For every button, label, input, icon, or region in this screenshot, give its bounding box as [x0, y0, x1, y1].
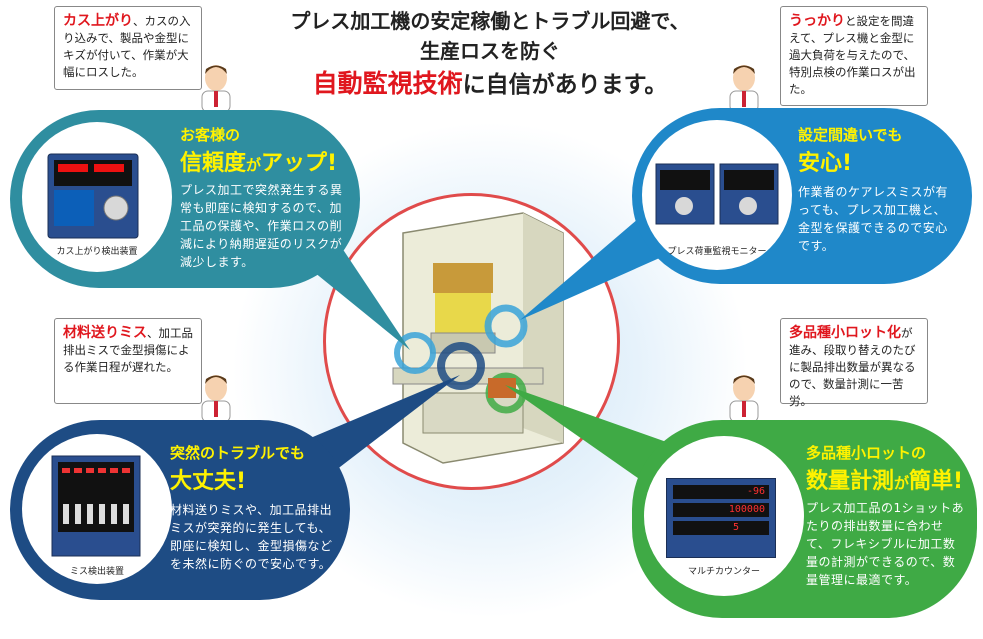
counter-sub-display: 5	[673, 521, 769, 535]
solution-title1: 突然のトラブルでも	[170, 444, 306, 462]
solution-title1: 設定間違いでも	[798, 126, 903, 144]
solution-body: 作業者のケアレスミスが有っても、プレス加工機と、金型を保護できるので安心です。	[798, 185, 949, 253]
solution-body: プレス加工品の1ショットあたりの排出数量に合わせて、フレキシブルに加工数量の計測…	[806, 501, 965, 587]
concern-bottom-right: 多品種小ロット化が進み、段取り替えのたびに製品排出数量が異なるので、数量計測に一…	[780, 318, 928, 408]
solution-text: 設定間違いでも 安心! 作業者のケアレスミスが有っても、プレス加工機と、金型を保…	[798, 124, 958, 255]
headline: プレス加工機の安定稼働とトラブル回避で、 生産ロスを防ぐ 自動監視技術に自信があ…	[250, 6, 730, 103]
concern-emphasis: うっかり	[789, 13, 845, 29]
concern-top-left: カス上がり、カスの入り込みで、製品や金型にキズが付いて、作業が大幅にロスした。	[54, 6, 202, 90]
detection-device-image	[47, 153, 139, 239]
title2-main: 数量計測	[806, 469, 895, 494]
concern-top-right: うっかりと設定を間違えて、プレス機と金型に過大負荷を与えたので、特別点検の作業ロ…	[780, 6, 928, 106]
multi-counter-image: -96 100000 5	[666, 478, 776, 558]
concern-text: と設定を間違えて、プレス機と金型に過大負荷を与えたので、特別点検の作業ロスが出た…	[789, 14, 916, 96]
solution-bottom-left: ミス検出装置 突然のトラブルでも 大丈夫! 材料送りミスや、加工品排出ミスが突発…	[10, 420, 350, 600]
concern-emphasis: 材料送りミス	[63, 325, 147, 341]
solution-body: 材料送りミスや、加工品排出ミスが突発的に発生しても、即座に検知し、金型損傷などを…	[170, 503, 333, 571]
load-monitor-image	[655, 163, 779, 225]
solution-text: 突然のトラブルでも 大丈夫! 材料送りミスや、加工品排出ミスが突発的に発生しても…	[170, 442, 340, 573]
press-machine-illustration	[392, 212, 564, 464]
worried-person-icon	[729, 65, 759, 112]
solution-body: プレス加工で突然発生する異常も即座に検知するので、加工品の保護や、作業ロスの削減…	[180, 183, 343, 269]
concern-emphasis: カス上がり	[63, 13, 133, 29]
pointer-bottom-right	[505, 385, 675, 490]
solution-title1: 多品種小ロットの	[806, 444, 927, 462]
concern-emphasis: 多品種小ロット化	[789, 325, 901, 341]
solution-title1: お客様の	[180, 126, 241, 144]
title2-main: 信頼度	[180, 151, 247, 176]
concern-text: が進み、段取り替えのたびに製品排出数量が異なるので、数量計測に一苦労。	[789, 326, 916, 408]
headline-emphasis: 自動監視技術	[312, 69, 463, 98]
concern-bottom-left: 材料送りミス、加工品排出ミスで金型損傷による作業日程が遅れた。	[54, 318, 202, 404]
solution-top-right: プレス荷重監視モニター 設定間違いでも 安心! 作業者のケアレスミスが有っても、…	[632, 108, 972, 284]
device-caption: マルチカウンター	[687, 567, 760, 577]
device-caption: ミス検出装置	[69, 567, 124, 577]
solution-title2: 安心!	[798, 151, 853, 176]
solution-title2: 数量計測が簡単!	[806, 463, 966, 495]
headline-line3: 自動監視技術に自信があります。	[250, 66, 730, 103]
solution-text: お客様の 信頼度がアップ! プレス加工で突然発生する異常も即座に検知するので、加…	[180, 124, 350, 271]
solution-bottom-right: -96 100000 5 マルチカウンター 多品種小ロットの 数量計測が簡単! …	[632, 420, 977, 618]
headline-line2: 生産ロスを防ぐ	[420, 39, 560, 63]
concern-text: 、カスの入り込みで、製品や金型にキズが付いて、作業が大幅にロスした。	[63, 14, 191, 79]
solution-title2: 信頼度がアップ!	[180, 145, 350, 177]
counter-top-display: -96	[673, 485, 769, 499]
device-caption: プレス荷重監視モニター	[667, 247, 767, 257]
worried-person-icon	[201, 65, 231, 112]
device-caption: カス上がり検出装置	[56, 247, 138, 257]
headline-line3-rest: に自信があります。	[462, 72, 668, 98]
worried-person-icon	[729, 375, 759, 422]
solution-title2: 大丈夫!	[170, 469, 247, 494]
title2-end: アップ!	[261, 151, 338, 176]
title2-small: が	[894, 474, 910, 492]
concern-text: 、加工品排出ミスで金型損傷による作業日程が遅れた。	[63, 326, 193, 374]
headline-line1: プレス加工機の安定稼働とトラブル回避で、	[290, 9, 690, 33]
solution-top-left: カス上がり検出装置 お客様の 信頼度がアップ! プレス加工で突然発生する異常も即…	[10, 110, 360, 288]
worried-person-icon	[201, 375, 231, 422]
miss-detector-image	[51, 455, 141, 557]
title2-end: 簡単!	[909, 469, 964, 494]
counter-main-display: 100000	[673, 503, 769, 517]
title2-small: が	[246, 156, 262, 174]
solution-text: 多品種小ロットの 数量計測が簡単! プレス加工品の1ショットあたりの排出数量に合…	[806, 442, 966, 589]
